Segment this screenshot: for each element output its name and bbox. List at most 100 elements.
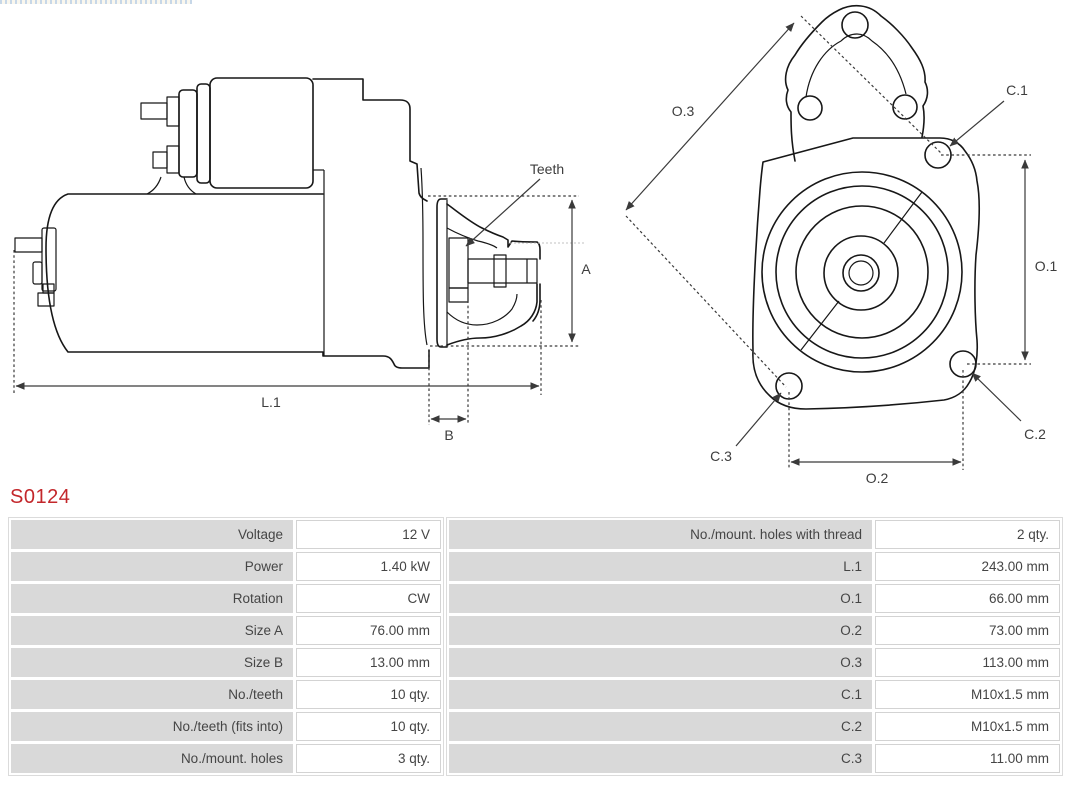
top-plate-inner <box>805 33 907 98</box>
dimension-o3: O.3 <box>625 15 942 388</box>
spec-value-cell: 13.00 mm <box>296 648 441 677</box>
solenoid-body <box>209 77 314 189</box>
solenoid-terminal-stud-bottom <box>152 151 168 169</box>
spec-table-right: No./mount. holes with thread 2 qty. L.1 … <box>446 517 1063 776</box>
top-plate-hole-top <box>841 11 869 39</box>
housing-circle-mid <box>775 185 949 359</box>
rear-terminal-stud <box>14 237 43 253</box>
table-row: L.1 243.00 mm <box>449 552 1060 581</box>
table-row: O.1 66.00 mm <box>449 584 1060 613</box>
o1-label: O.1 <box>1035 258 1058 274</box>
spec-value-cell: 12 V <box>296 520 441 549</box>
spec-label-cell: Size A <box>11 616 293 645</box>
spec-value-cell: 3 qty. <box>296 744 441 773</box>
spec-label-cell: Size B <box>11 648 293 677</box>
top-plate-hole-left <box>797 95 823 121</box>
hub-circle-mid <box>842 254 880 292</box>
table-row: No./teeth 10 qty. <box>11 680 441 709</box>
bell-cavity-top <box>446 227 498 249</box>
dimension-o1: O.1 <box>941 154 1058 365</box>
table-row: Size A 76.00 mm <box>11 616 441 645</box>
radial-line-upper <box>883 191 923 244</box>
solenoid-cap-ring-2 <box>178 89 198 178</box>
spec-label-cell: C.1 <box>449 680 872 709</box>
hub-circle-outer <box>823 235 899 311</box>
spec-label-cell: No./mount. holes <box>11 744 293 773</box>
table-row: O.2 73.00 mm <box>449 616 1060 645</box>
b-label: B <box>444 427 453 443</box>
teeth-label: Teeth <box>530 161 564 177</box>
solenoid-terminal-nut-bottom <box>166 145 180 174</box>
table-row: Rotation CW <box>11 584 441 613</box>
spec-label-cell: Voltage <box>11 520 293 549</box>
rear-terminal-washer <box>32 261 43 285</box>
hub-circle-bore <box>848 260 874 286</box>
rear-lower-stud <box>37 292 55 307</box>
spec-value-cell: 243.00 mm <box>875 552 1060 581</box>
o2-label: O.2 <box>866 470 889 486</box>
table-row: O.3 113.00 mm <box>449 648 1060 677</box>
table-row: No./mount. holes with thread 2 qty. <box>449 520 1060 549</box>
dimension-teeth: Teeth <box>465 161 564 247</box>
spec-label-cell: C.3 <box>449 744 872 773</box>
housing-circle-outer <box>761 171 963 373</box>
solenoid-terminal-stud-top <box>140 102 168 120</box>
solenoid-terminal-nut-top <box>166 96 180 127</box>
top-plate-hole-right <box>892 94 918 120</box>
spec-label-cell: No./mount. holes with thread <box>449 520 872 549</box>
radial-line-lower <box>800 300 840 351</box>
spec-value-cell: 2 qty. <box>875 520 1060 549</box>
table-row: Voltage 12 V <box>11 520 441 549</box>
mounting-flange-outline <box>752 137 981 410</box>
solenoid-housing-profile <box>312 78 428 202</box>
dimension-b: B <box>428 290 469 443</box>
spec-value-cell: M10x1.5 mm <box>875 712 1060 741</box>
motor-body-outline <box>45 193 430 369</box>
spec-label-cell: O.2 <box>449 616 872 645</box>
pinion-gear <box>448 237 469 289</box>
table-row: C.3 11.00 mm <box>449 744 1060 773</box>
dimension-c1: C.1 <box>949 82 1028 147</box>
shaft-stop-collar <box>493 254 507 288</box>
rear-terminal-block <box>41 227 57 292</box>
mount-hole-c1 <box>924 141 952 169</box>
bell-top-profile <box>446 203 541 260</box>
spec-value-cell: M10x1.5 mm <box>875 680 1060 709</box>
solenoid-cap-ring-1 <box>196 83 211 184</box>
spec-value-cell: 10 qty. <box>296 680 441 709</box>
table-row: No./mount. holes 3 qty. <box>11 744 441 773</box>
pinion-collar <box>448 287 469 303</box>
bell-cavity-bottom <box>446 293 518 326</box>
spec-label-cell: Power <box>11 552 293 581</box>
dimension-c2: C.2 <box>971 372 1046 442</box>
table-row: C.2 M10x1.5 mm <box>449 712 1060 741</box>
spec-value-cell: 10 qty. <box>296 712 441 741</box>
technical-drawing: Teeth A L.1 B <box>13 4 1058 486</box>
spec-value-cell: CW <box>296 584 441 613</box>
table-row: Size B 13.00 mm <box>11 648 441 677</box>
spec-label-cell: No./teeth (fits into) <box>11 712 293 741</box>
c2-label: C.2 <box>1024 426 1046 442</box>
o3-label: O.3 <box>672 103 695 119</box>
table-row: C.1 M10x1.5 mm <box>449 680 1060 709</box>
drive-flange-outer <box>436 198 448 348</box>
spec-label-cell: L.1 <box>449 552 872 581</box>
c1-label: C.1 <box>1006 82 1028 98</box>
dimension-l1: L.1 <box>13 250 542 410</box>
body-end-edge <box>420 167 428 346</box>
spec-label-cell: C.2 <box>449 712 872 741</box>
spec-table-left: Voltage 12 V Power 1.40 kW Rotation CW S… <box>8 517 444 776</box>
c3-label: C.3 <box>710 448 732 464</box>
solenoid-foot <box>146 176 197 195</box>
spec-label-cell: No./teeth <box>11 680 293 709</box>
product-code: S0124 <box>10 486 71 508</box>
side-view-drawing <box>14 77 585 369</box>
spec-value-cell: 66.00 mm <box>875 584 1060 613</box>
housing-circle-inner <box>795 205 929 339</box>
front-view-drawing <box>752 4 981 410</box>
table-row: No./teeth (fits into) 10 qty. <box>11 712 441 741</box>
spec-value-cell: 73.00 mm <box>875 616 1060 645</box>
a-label: A <box>581 261 591 277</box>
bell-bottom-profile <box>446 283 538 346</box>
dimension-c3: C.3 <box>710 392 782 464</box>
